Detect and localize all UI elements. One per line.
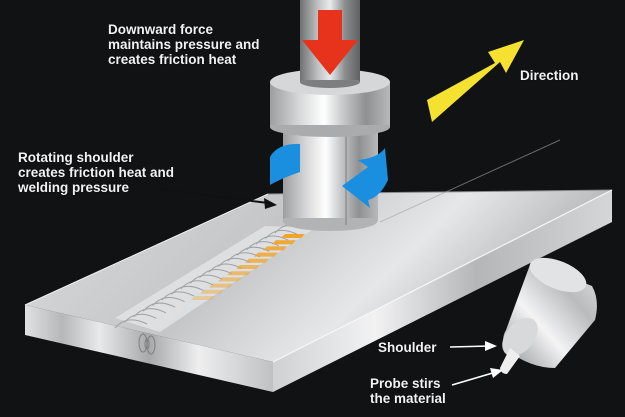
weld-ripple [208,263,242,273]
plate-side-edge [273,190,612,392]
label-line: Shoulder [378,340,437,355]
weld-ripple [265,229,298,239]
weld-ripple [152,297,185,306]
rotation-arrow-icon [270,143,388,208]
weld-ripple [161,291,195,301]
weld-heat-band [227,271,251,276]
label-line: creates friction heat [108,52,237,67]
weld-heat-band [191,296,215,300]
weld-heat-band [263,246,287,251]
shoulder-face [502,317,538,357]
weld-heat-band [281,234,305,238]
weld-heat-band [209,283,233,288]
direction-arrow-icon [427,40,524,122]
weld-ripple [142,302,176,312]
weld-heat-band [272,240,296,245]
downward-force-arrow-icon [302,10,358,75]
leader-arrows [157,188,503,386]
weld-heat-band [236,265,260,269]
probe-pin [500,348,520,374]
weld-ripple [124,313,157,323]
label-line: the material [370,391,446,406]
probe-label: Probe stirs the material [370,376,446,406]
weld-cross-section [138,333,156,355]
weld-ripple [133,308,167,318]
weld-ripple [255,235,289,245]
label-line: Downward force [108,22,214,37]
label-line: Probe stirs [370,376,441,391]
label-line: welding pressure [18,180,130,195]
weld-heat-band [245,258,269,263]
label-line: maintains pressure and [108,37,260,52]
shoulder-label: Shoulder [378,340,437,355]
weld-heat-zone [191,234,305,300]
weld-heat-band [254,252,278,257]
weld-ripple [189,274,223,284]
weld-ripple [246,241,279,251]
weld-heat-band [218,277,242,282]
label-line: Direction [520,68,579,83]
weld-seam [114,224,315,355]
downward-force-label: Downward force maintains pressure and cr… [108,22,260,67]
label-line: creates friction heat and [18,165,175,180]
rotating-shoulder-label: Rotating shoulder creates friction heat … [18,150,174,195]
plate-front-edge [25,305,273,392]
direction-label: Direction [520,68,579,83]
weld-heat-band [200,289,224,294]
weld-ripple [180,280,214,290]
label-line: Rotating shoulder [18,150,134,165]
tool-detail [500,257,597,374]
weld-ripple [171,285,204,295]
weld-ripple [114,319,148,329]
weld-ripple [199,269,232,279]
